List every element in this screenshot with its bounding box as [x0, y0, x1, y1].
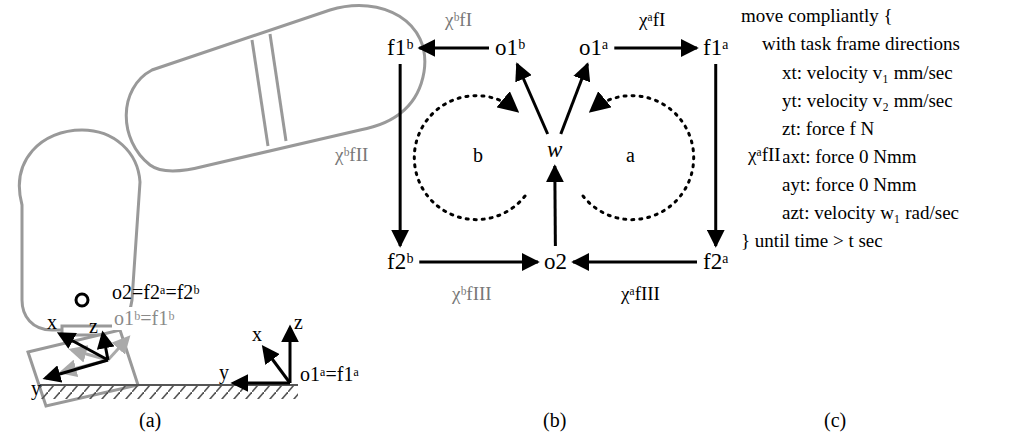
transform-arrow — [517, 64, 548, 134]
graph-node: f1ᵃ — [700, 34, 731, 62]
graph-node: f2ᵇ — [384, 248, 416, 276]
robot-arm — [19, 5, 424, 406]
frame-label: a — [626, 144, 635, 167]
code-line: } until time > t sec — [741, 230, 883, 252]
node-label: f2ᵇ — [387, 249, 413, 274]
frame-label: z — [89, 315, 98, 338]
frame-label: o1ᵇ=f1ᵇ — [112, 307, 176, 330]
frame-label: y — [31, 377, 41, 400]
node-label: o2 — [544, 249, 567, 274]
transform-arrow — [399, 64, 402, 246]
cycle-arrow — [583, 96, 694, 220]
code-line: azt: velocity w₁ rad/sec — [782, 202, 959, 224]
frame-label: b — [473, 144, 483, 167]
graph-node: o1ᵇ — [492, 34, 528, 62]
panel-caption: (b) — [543, 409, 566, 432]
code-line: xt: velocity v₁ mm/sec — [782, 62, 953, 84]
edge-label: χᵇfI — [443, 9, 474, 31]
panel-caption: (a) — [139, 409, 161, 432]
graph-node: f2ᵃ — [700, 248, 731, 276]
node-label: w — [547, 137, 562, 162]
transform-arrow — [614, 47, 697, 50]
edge-label: χᵃfI — [637, 9, 667, 31]
code-line: axt: force 0 Nmm — [782, 146, 917, 168]
code-line: ayt: force 0 Nmm — [782, 174, 917, 196]
transform-arrow — [573, 261, 697, 264]
graph-node: o1ᵃ — [576, 34, 611, 62]
code-line: move compliantly { — [741, 5, 893, 27]
node-label: f1ᵇ — [387, 35, 413, 60]
code-line: with task frame directions — [762, 33, 960, 55]
transform-arrow — [714, 64, 717, 246]
node-label: f2ᵃ — [703, 249, 728, 274]
node-label: o1ᵇ — [495, 35, 525, 60]
code-line: zt: force f N — [782, 118, 874, 140]
frame-label: y — [219, 361, 229, 384]
cycle-arrow — [414, 96, 525, 220]
graph-node: o2 — [541, 248, 570, 276]
edge-label: χᵃfII — [746, 144, 783, 166]
transform-arrow — [419, 47, 489, 50]
frame-label: x — [252, 323, 262, 346]
transform-arrow — [561, 64, 588, 134]
frame-label: o1ᵃ=f1ᵃ — [300, 363, 359, 386]
edge-label: χᵇfII — [333, 144, 370, 166]
frame-label: o2=f2ᵃ=f2ᵇ — [112, 281, 200, 304]
graph-node: f1ᵇ — [384, 34, 416, 62]
frame-label: x — [47, 311, 57, 334]
panel-caption: (c) — [824, 409, 846, 432]
code-line: yt: velocity v₂ mm/sec — [782, 90, 953, 112]
transform-arrow — [419, 261, 538, 264]
graph-node: w — [544, 136, 565, 164]
node-label: f1ᵃ — [703, 35, 728, 60]
edge-label: χᵃfIII — [619, 283, 662, 305]
transform-arrow — [553, 166, 557, 246]
frame-label: z — [294, 311, 303, 334]
node-label: o1ᵃ — [579, 35, 608, 60]
edge-label: χᵇfIII — [450, 283, 494, 305]
